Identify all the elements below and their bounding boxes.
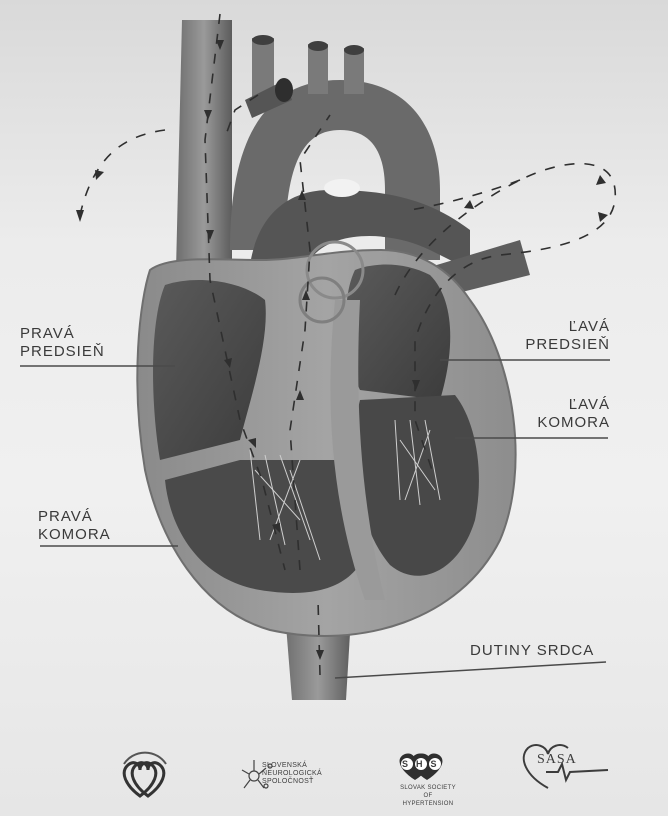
aortic-branch	[308, 44, 328, 94]
label-right-ventricle-line2: KOMORA	[38, 526, 111, 544]
label-chambers-text: DUTINY SRDCA	[470, 642, 594, 660]
superior-vena-cava	[176, 20, 232, 270]
label-left-atrium-line2: PREDSIEŇ	[525, 336, 610, 354]
heart-logo-icon	[124, 753, 166, 796]
label-right-atrium: PRAVÁ PREDSIEŇ	[20, 325, 105, 361]
neuro-line1: SLOVENSKÁ	[262, 762, 322, 770]
leader-chambers	[335, 662, 606, 678]
label-left-ventricle: ĽAVÁ KOMORA	[520, 396, 610, 432]
label-chambers: DUTINY SRDCA	[470, 642, 594, 660]
label-left-ventricle-line1: ĽAVÁ	[520, 396, 610, 414]
left-atrium-chamber	[346, 265, 450, 400]
shs-letters: SHS	[402, 760, 445, 768]
shs-society-name: SLOVAK SOCIETY OF HYPERTENSION	[398, 784, 458, 808]
neuro-line2: NEUROLOGICKÁ	[262, 770, 322, 778]
shs-letter-2: H	[416, 759, 431, 769]
label-right-atrium-line2: PREDSIEŇ	[20, 343, 105, 361]
shs-line1: SLOVAK SOCIETY	[398, 784, 458, 792]
label-right-atrium-line1: PRAVÁ	[20, 325, 105, 343]
label-right-ventricle-line1: PRAVÁ	[38, 508, 111, 526]
sasa-text: SASA	[537, 752, 577, 767]
neuro-line3: SPOLOČNOSŤ	[262, 778, 322, 786]
label-left-atrium: ĽAVÁ PREDSIEŇ	[525, 318, 610, 354]
shs-letter-1: S	[402, 759, 416, 769]
label-right-ventricle: PRAVÁ KOMORA	[38, 508, 111, 544]
label-left-atrium-line1: ĽAVÁ	[525, 318, 610, 336]
shs-letter-3: S	[431, 759, 445, 769]
neuro-society-name: SLOVENSKÁ NEUROLOGICKÁ SPOLOČNOSŤ	[262, 762, 322, 786]
sasa-name: SASA	[537, 756, 577, 764]
shs-line2: OF HYPERTENSION	[398, 792, 458, 808]
label-left-ventricle-line2: KOMORA	[520, 414, 610, 432]
